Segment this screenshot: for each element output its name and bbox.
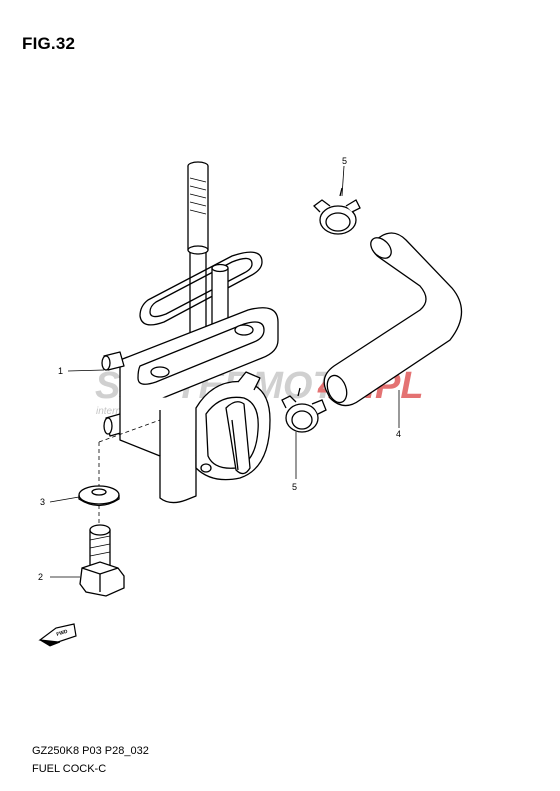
- washer: [78, 485, 120, 507]
- bolt: [79, 524, 125, 597]
- callout-1: 1: [58, 366, 63, 376]
- clamp-lower: [281, 387, 327, 433]
- fuel-hose: [323, 232, 463, 407]
- diagram-name: FUEL COCK-C: [32, 763, 107, 775]
- diagram-code: GZ250K8 P03 P28_032: [32, 745, 149, 757]
- callout-5-upper: 5: [342, 156, 347, 166]
- figure-title: FIG.32: [22, 34, 76, 53]
- callout-3: 3: [40, 497, 45, 507]
- callouts: 1 2 3 4 5 5: [38, 156, 401, 582]
- leader-lines: [49, 165, 400, 578]
- callout-2: 2: [38, 572, 43, 582]
- fuel-cock-body: [101, 161, 279, 504]
- callout-4: 4: [396, 429, 401, 439]
- fwd-label: FWD: [56, 629, 69, 638]
- forward-arrow-icon: FWD: [38, 623, 77, 647]
- clamp-upper: [313, 187, 361, 235]
- callout-5-lower: 5: [292, 482, 297, 492]
